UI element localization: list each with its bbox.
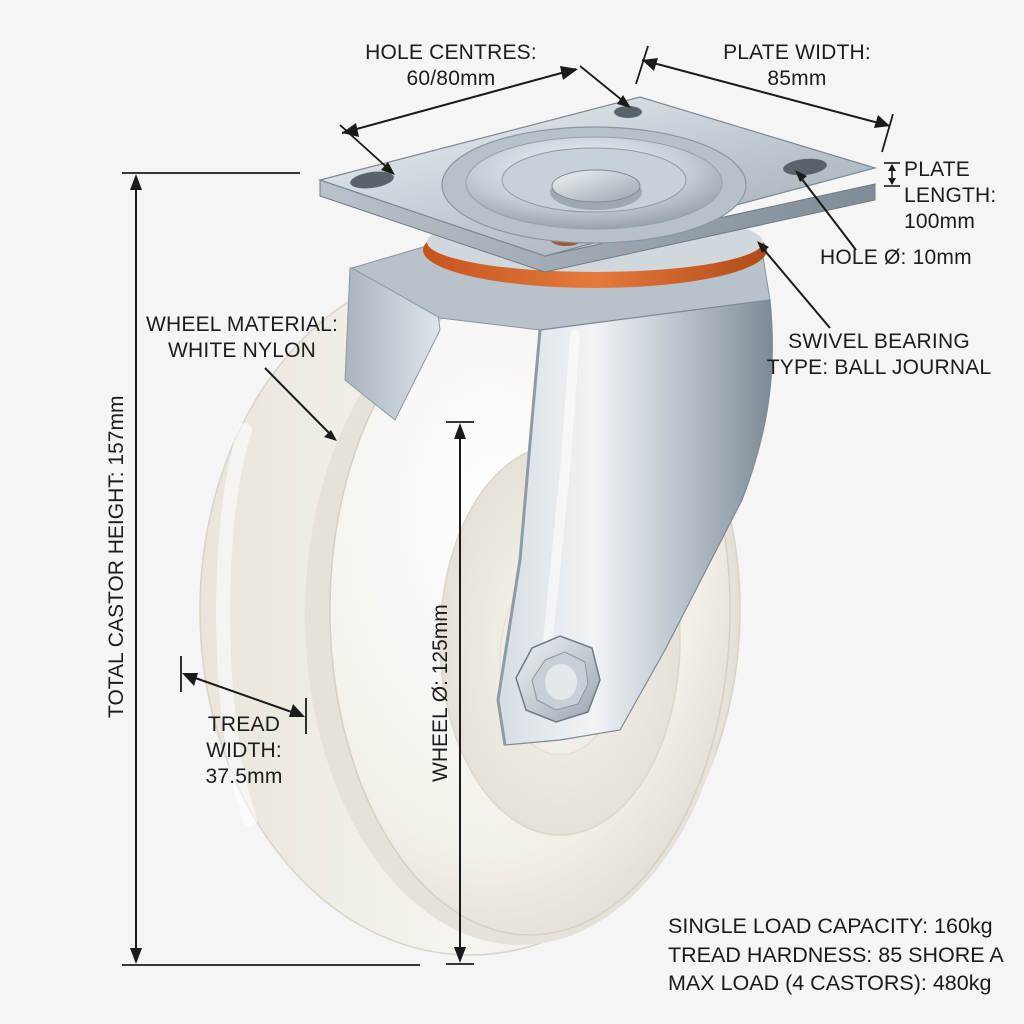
wheel-diameter-label: WHEEL Ø: 125mm [429, 604, 452, 782]
plate-width-label: PLATE WIDTH: 85mm [723, 41, 871, 90]
wheel-material-label: WHEEL MATERIAL: WHITE NYLON [145, 313, 339, 362]
hole-centres-label: HOLE CENTRES: 60/80mm [365, 41, 537, 90]
total-height-label: TOTAL CASTOR HEIGHT: 157mm [105, 395, 128, 718]
hole-diameter-label: HOLE Ø: 10mm [820, 246, 972, 269]
tread-width-label: TREAD WIDTH: 37.5mm [205, 713, 283, 788]
plate-length-label: PLATE LENGTH: 100mm [904, 158, 997, 233]
top-plate [317, 96, 878, 273]
spec-single-load: SINGLE LOAD CAPACITY: 160kg [668, 914, 993, 938]
spec-tread-hardness: TREAD HARDNESS: 85 SHORE A [668, 942, 1004, 967]
swivel-bearing-label: SWIVEL BEARING TYPE: BALL JOURNAL [766, 330, 992, 379]
load-specs: SINGLE LOAD CAPACITY: 160kg TREAD HARDNE… [668, 912, 1004, 998]
axle-nut [515, 635, 601, 723]
spec-max-load: MAX LOAD (4 CASTORS): 480kg [668, 971, 992, 995]
dimension-lines [122, 45, 900, 966]
